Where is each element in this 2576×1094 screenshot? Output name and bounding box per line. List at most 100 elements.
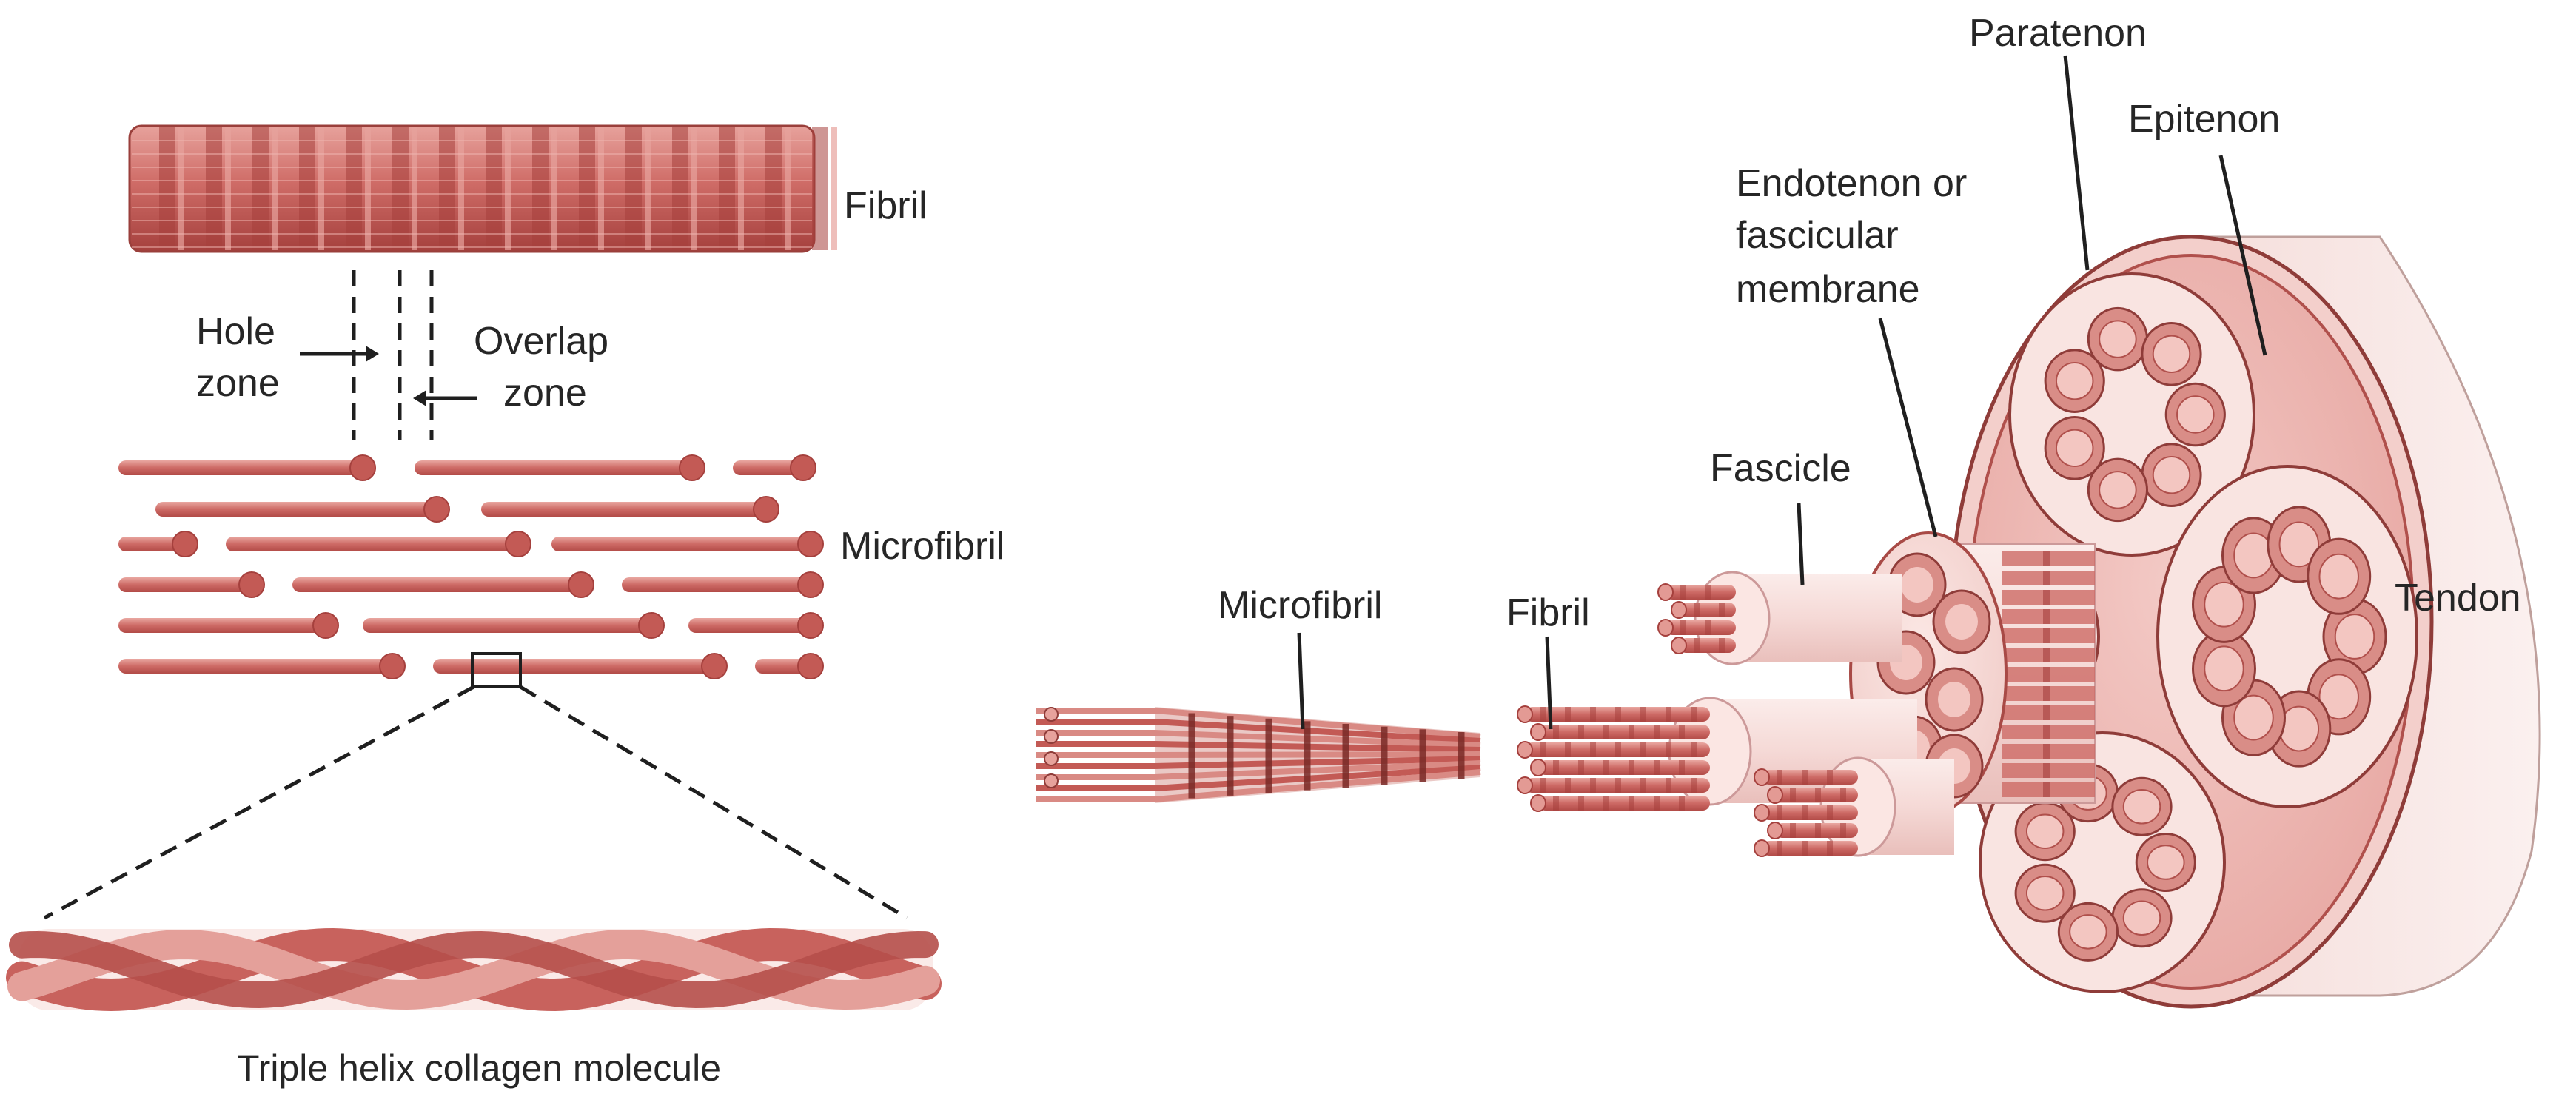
fibril-band: [625, 127, 642, 250]
fibril-rod-band: [1666, 778, 1671, 793]
microfibril-rod-head: [798, 572, 823, 597]
fibril-rod-band: [1694, 638, 1700, 653]
hole-zone-arrowhead: [366, 346, 379, 362]
fibril-rod-band: [1654, 725, 1660, 739]
fibril-rod: [1762, 841, 1858, 856]
endotenon-leader: [1880, 318, 1936, 537]
fibril-rod-band: [1640, 742, 1646, 757]
fibril-rod-band: [1553, 760, 1559, 775]
microfibril-rod: [155, 502, 437, 517]
fibril-rod: [1666, 585, 1736, 600]
fascicle-fibril-band: [2043, 763, 2050, 778]
fascicle-fibril-band: [2043, 609, 2050, 624]
fibril-rod-band: [1640, 707, 1646, 722]
fibril-rod-band: [1827, 770, 1833, 785]
fibril-rod-end: [1531, 759, 1546, 776]
microfibril-rod: [118, 577, 252, 592]
microfibril-end: [1044, 730, 1058, 743]
microfibril-rod-head: [380, 654, 405, 679]
microfibril-rod: [415, 460, 692, 475]
fascicle-fibril-band: [2043, 705, 2050, 720]
fibril-rod-band: [1578, 725, 1584, 739]
fibril-rod-band: [1679, 796, 1685, 811]
endotenon-label-line2: fascicular: [1736, 214, 1899, 257]
fascicle-fibril-band: [2043, 744, 2050, 759]
fibril-rod-band: [1666, 707, 1671, 722]
fibril-rod-end: [1517, 706, 1532, 722]
microfibril-rod: [118, 659, 392, 674]
fibril-rod-band: [1640, 778, 1646, 793]
fibril-rod-band: [1603, 725, 1609, 739]
fibril-rod-end: [1658, 584, 1673, 600]
fibril-rod-end: [1671, 637, 1686, 654]
fibril-rod-band: [1578, 760, 1584, 775]
fibril-rod-band: [1827, 805, 1833, 820]
fibril-band-highlight: [178, 127, 184, 250]
microfibril-rod-head: [239, 572, 264, 597]
microfibril-rod: [226, 537, 518, 551]
fibril-band: [532, 127, 549, 250]
microfibril-rod: [622, 577, 811, 592]
fibril-strip: [130, 126, 837, 252]
microfibril-array: [118, 455, 823, 679]
fascicle-fibril-group-core: [1945, 604, 1978, 640]
fibril-rod-band: [1802, 841, 1808, 856]
fibril-rod-end: [1658, 620, 1673, 636]
microfibril-end: [1044, 752, 1058, 765]
microfibril-rod-head: [798, 531, 823, 557]
fibril-group-core: [2153, 457, 2190, 493]
fibril-rod-band: [1615, 742, 1621, 757]
fibril-rod-band: [1815, 788, 1821, 802]
fascicle-fibril-band: [2043, 648, 2050, 662]
fibril-rod-band: [1705, 585, 1711, 600]
fibril-group-core: [2335, 614, 2375, 659]
microfibril-rod: [481, 502, 766, 517]
fibril-rod-band: [1777, 805, 1782, 820]
microfibril-rod-head: [702, 654, 727, 679]
paratenon-leader: [2065, 56, 2087, 270]
fibril-rod-band: [1603, 760, 1609, 775]
fibril-rod-band: [1679, 725, 1685, 739]
fibril-rod-band: [1540, 742, 1546, 757]
paratenon-label: Paratenon: [1969, 12, 2147, 55]
fibril-rod-band: [1691, 742, 1697, 757]
fibril-rod-band: [1615, 707, 1621, 722]
microfibril-rod: [118, 618, 326, 633]
fascicle-fibril-band: [2043, 590, 2050, 605]
fibril-rod: [1666, 620, 1736, 635]
fascicle-label: Fascicle: [1710, 447, 1851, 490]
fibril-group-core: [2070, 915, 2107, 949]
fibril-rod: [1679, 603, 1736, 617]
fibril-rod-end: [1754, 769, 1769, 785]
overlap-zone-arrowhead: [413, 390, 426, 406]
fascicle-fibril-band: [2043, 686, 2050, 701]
fibril-band-highlight: [458, 127, 464, 250]
triple-helix: [19, 929, 933, 1010]
microfibril-rod-head: [424, 497, 449, 522]
fascicle-leader: [1799, 503, 1802, 585]
microfibril-end: [1044, 774, 1058, 788]
fibril-rod-band: [1654, 760, 1660, 775]
fascicle-fibril-band: [2043, 667, 2050, 682]
fibril-rod-end: [1517, 742, 1532, 758]
hole-zone-label-line2: zone: [196, 362, 280, 405]
fibril-band-highlight: [738, 127, 744, 250]
tendon-label: Tendon: [2395, 577, 2521, 620]
fibril-rod-band: [1553, 796, 1559, 811]
fibril-rod-end: [1671, 602, 1686, 618]
fibril-rod-end: [1531, 724, 1546, 740]
microfibril-rod: [363, 618, 651, 633]
fibril-rod-band: [1777, 841, 1782, 856]
fibril-band: [672, 127, 688, 250]
microfibril-rod: [118, 460, 363, 475]
fibril-group-core: [2056, 363, 2093, 399]
fibril-band-highlight: [225, 127, 231, 250]
fibril-rod-end: [1531, 795, 1546, 811]
fibril-band: [579, 127, 595, 250]
fibril-rod-end: [1754, 805, 1769, 821]
overlap-zone-label-line1: Overlap: [474, 320, 608, 363]
zoom-lines: [44, 687, 907, 918]
fibril-rod-band: [1691, 707, 1697, 722]
fibril-band-highlight: [551, 127, 557, 250]
microfibril-rod-head: [568, 572, 594, 597]
